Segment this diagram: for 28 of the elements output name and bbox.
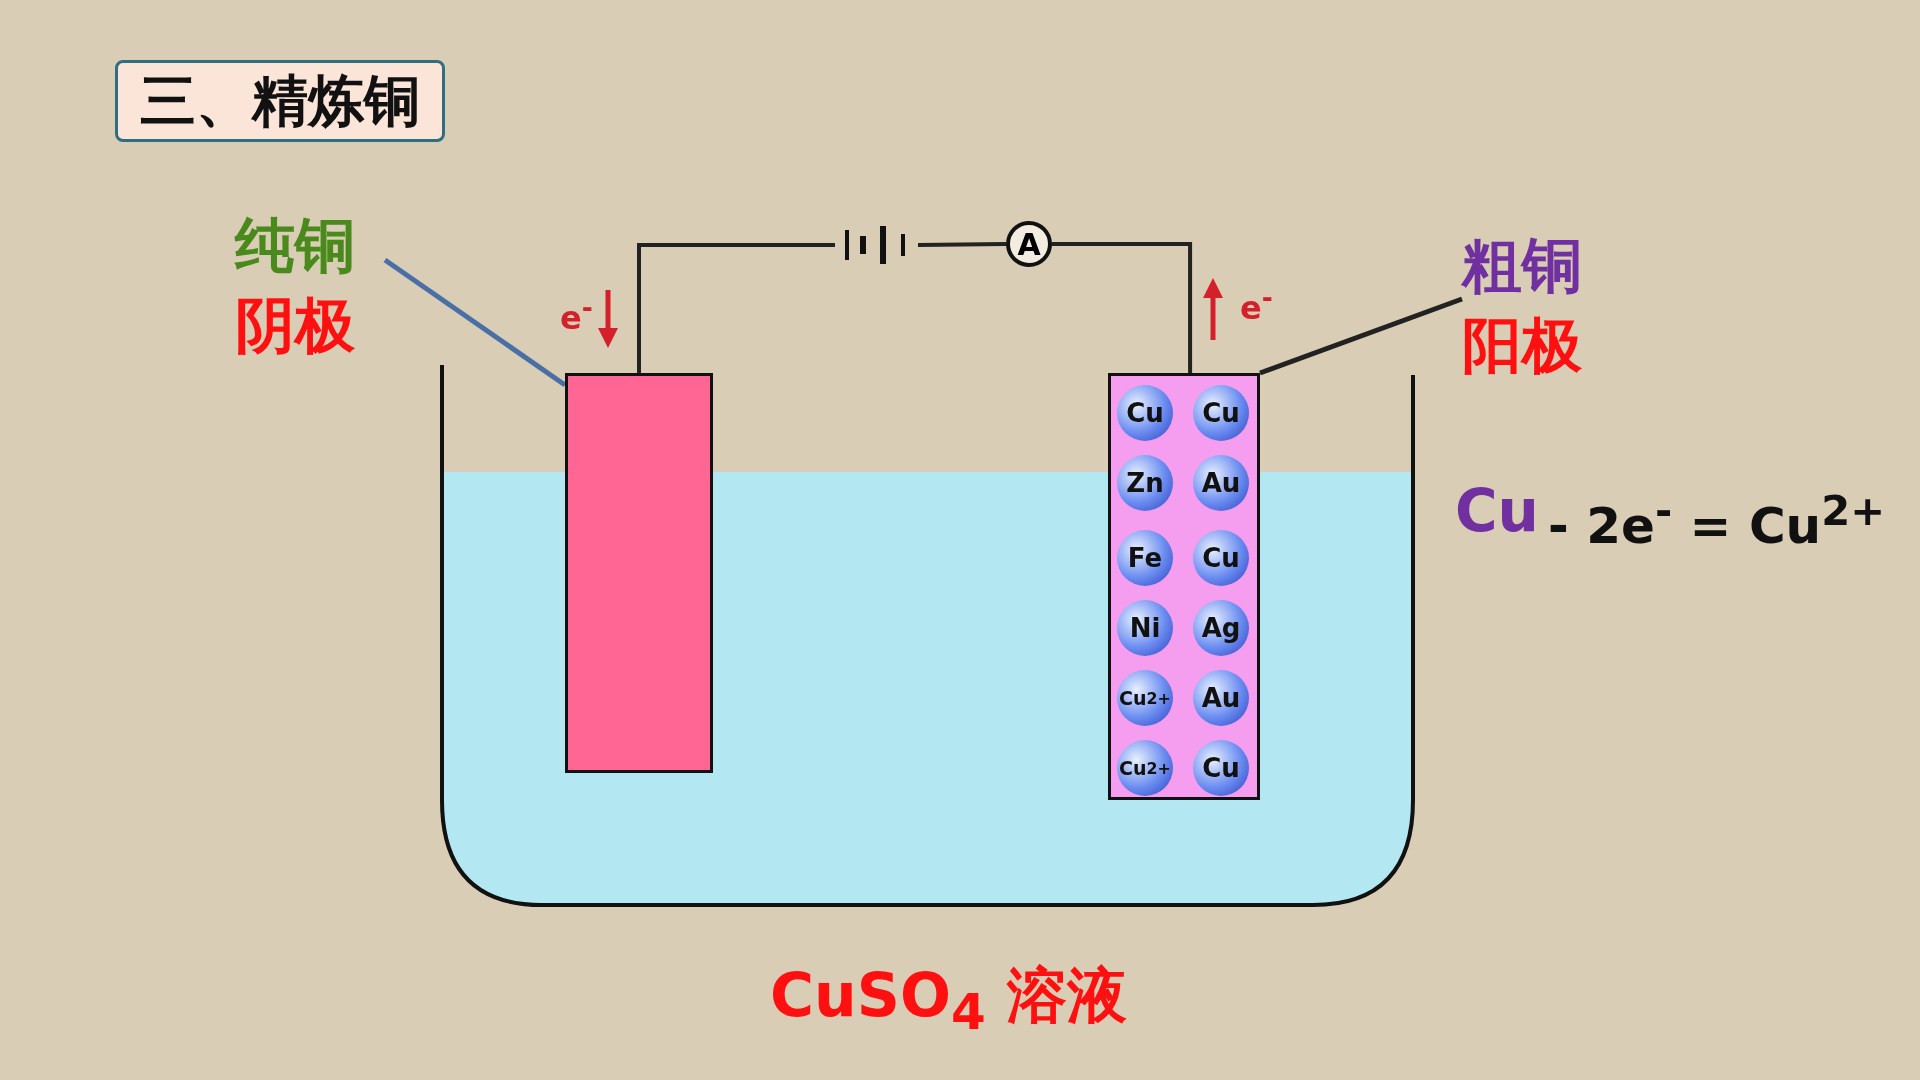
electron-label: e$^{-}$ bbox=[560, 295, 593, 334]
equation-text: - 2e$^{-}$ = Cu$^{2+}$ bbox=[1548, 490, 1886, 551]
solution-label: CuSO$_{4}$ 溶液 bbox=[770, 965, 1127, 1037]
atom-ball: Ag bbox=[1193, 600, 1249, 656]
electrode-label: 粗铜 bbox=[1462, 235, 1582, 295]
wire bbox=[1052, 242, 1193, 373]
leader-line bbox=[1259, 296, 1463, 376]
atom-ball: Cu bbox=[1193, 385, 1249, 441]
anode-plate bbox=[1108, 373, 1260, 800]
atom-ball: Au bbox=[1193, 455, 1249, 511]
electrode-label: 阴极 bbox=[235, 295, 355, 355]
ammeter-symbol: A bbox=[1006, 221, 1052, 267]
atom-ball: Au bbox=[1193, 670, 1249, 726]
atom-ball: Zn bbox=[1117, 455, 1173, 511]
atom-ball: Ni bbox=[1117, 600, 1173, 656]
electrode-label: 纯铜 bbox=[235, 215, 355, 275]
formula-text: Cu bbox=[1455, 482, 1539, 540]
atom-ball: Cu bbox=[1193, 530, 1249, 586]
atom-ball: Cu bbox=[1193, 740, 1249, 796]
electrode-label: 阳极 bbox=[1462, 315, 1582, 375]
leader-line bbox=[383, 257, 567, 388]
atom-ball: Fe bbox=[1117, 530, 1173, 586]
cathode-plate bbox=[565, 373, 713, 773]
wire bbox=[917, 242, 1007, 247]
title-box: 三、精炼铜 bbox=[115, 60, 445, 142]
atom-ball: Cu bbox=[1117, 385, 1173, 441]
wire bbox=[637, 243, 835, 373]
electron-label: e$^{-}$ bbox=[1240, 285, 1273, 324]
